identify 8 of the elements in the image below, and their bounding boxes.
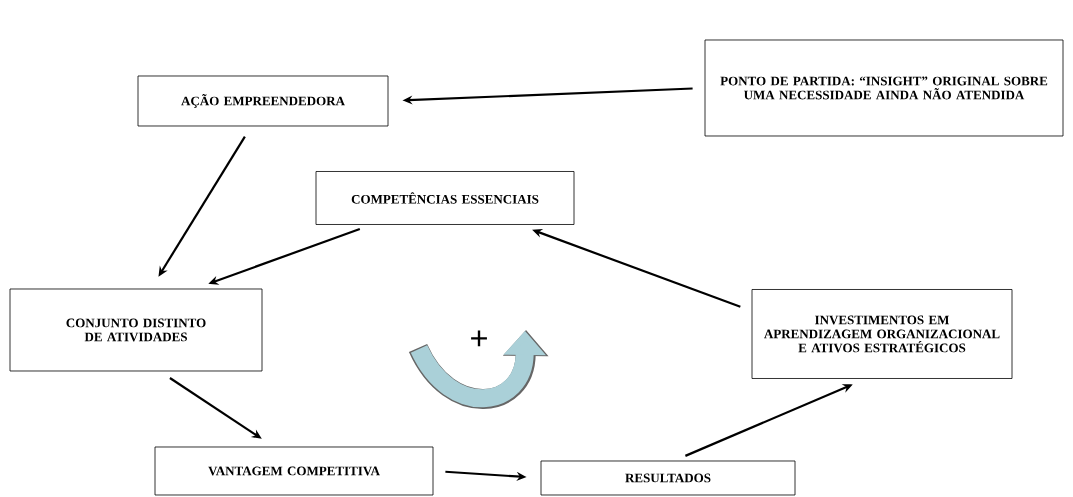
process-box: PONTO DE PARTIDA: “INSIGHT” ORIGINAL SOBRE UMA NECESSIDADE AINDA NÃO ATENDIDA: [704, 39, 1064, 137]
process-box: INVESTIMENTOS EM APRENDIZAGEM ORGANIZACIONAL E ATIVOS ESTRATÉGICOS: [751, 289, 1013, 379]
process-box: CONJUNTO DISTINTO DE ATIVIDADES: [9, 288, 263, 372]
plus-sign: +: [471, 330, 487, 347]
process-box: AÇÃO EMPREENDEDORA: [137, 75, 389, 127]
process-box: RESULTADOS: [540, 460, 796, 496]
process-box: COMPETÊNCIAS ESSENCIAIS: [315, 171, 575, 225]
process-box: VANTAGEM COMPETITIVA: [154, 446, 434, 496]
